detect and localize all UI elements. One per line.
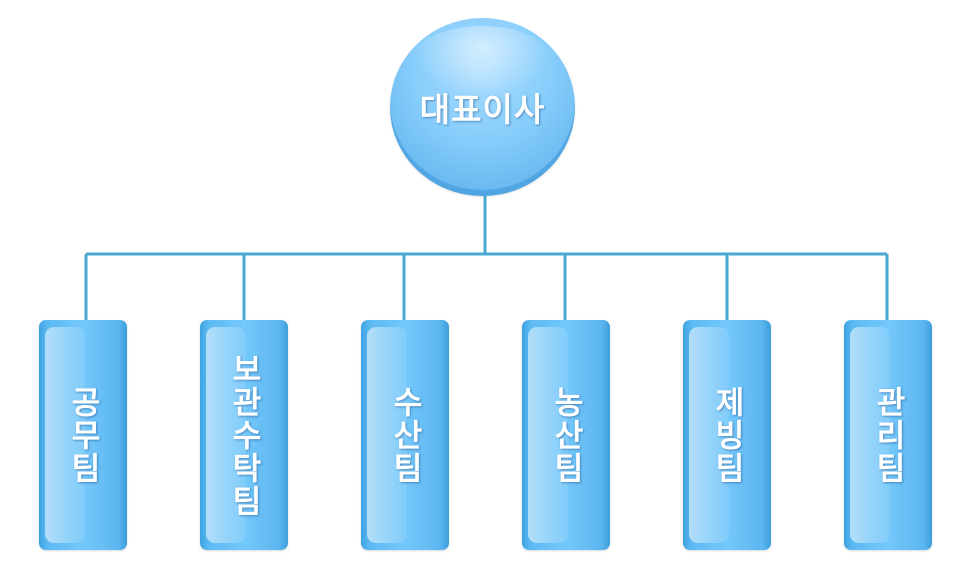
- team-label: 관리팀: [869, 385, 906, 485]
- team-node: 관리팀: [844, 320, 932, 550]
- team-node: 제빙팀: [683, 320, 771, 550]
- team-label: 보관수탁팀: [225, 352, 262, 518]
- team-label: 공무팀: [64, 385, 101, 485]
- team-node: 공무팀: [39, 320, 127, 550]
- ceo-label: 대표이사: [419, 90, 546, 129]
- team-label: 제빙팀: [708, 385, 745, 485]
- team-label: 농산팀: [547, 385, 584, 485]
- ceo-node: 대표이사: [390, 18, 575, 196]
- team-label: 수산팀: [386, 385, 423, 485]
- team-node: 수산팀: [361, 320, 449, 550]
- team-node: 농산팀: [522, 320, 610, 550]
- team-node: 보관수탁팀: [200, 320, 288, 550]
